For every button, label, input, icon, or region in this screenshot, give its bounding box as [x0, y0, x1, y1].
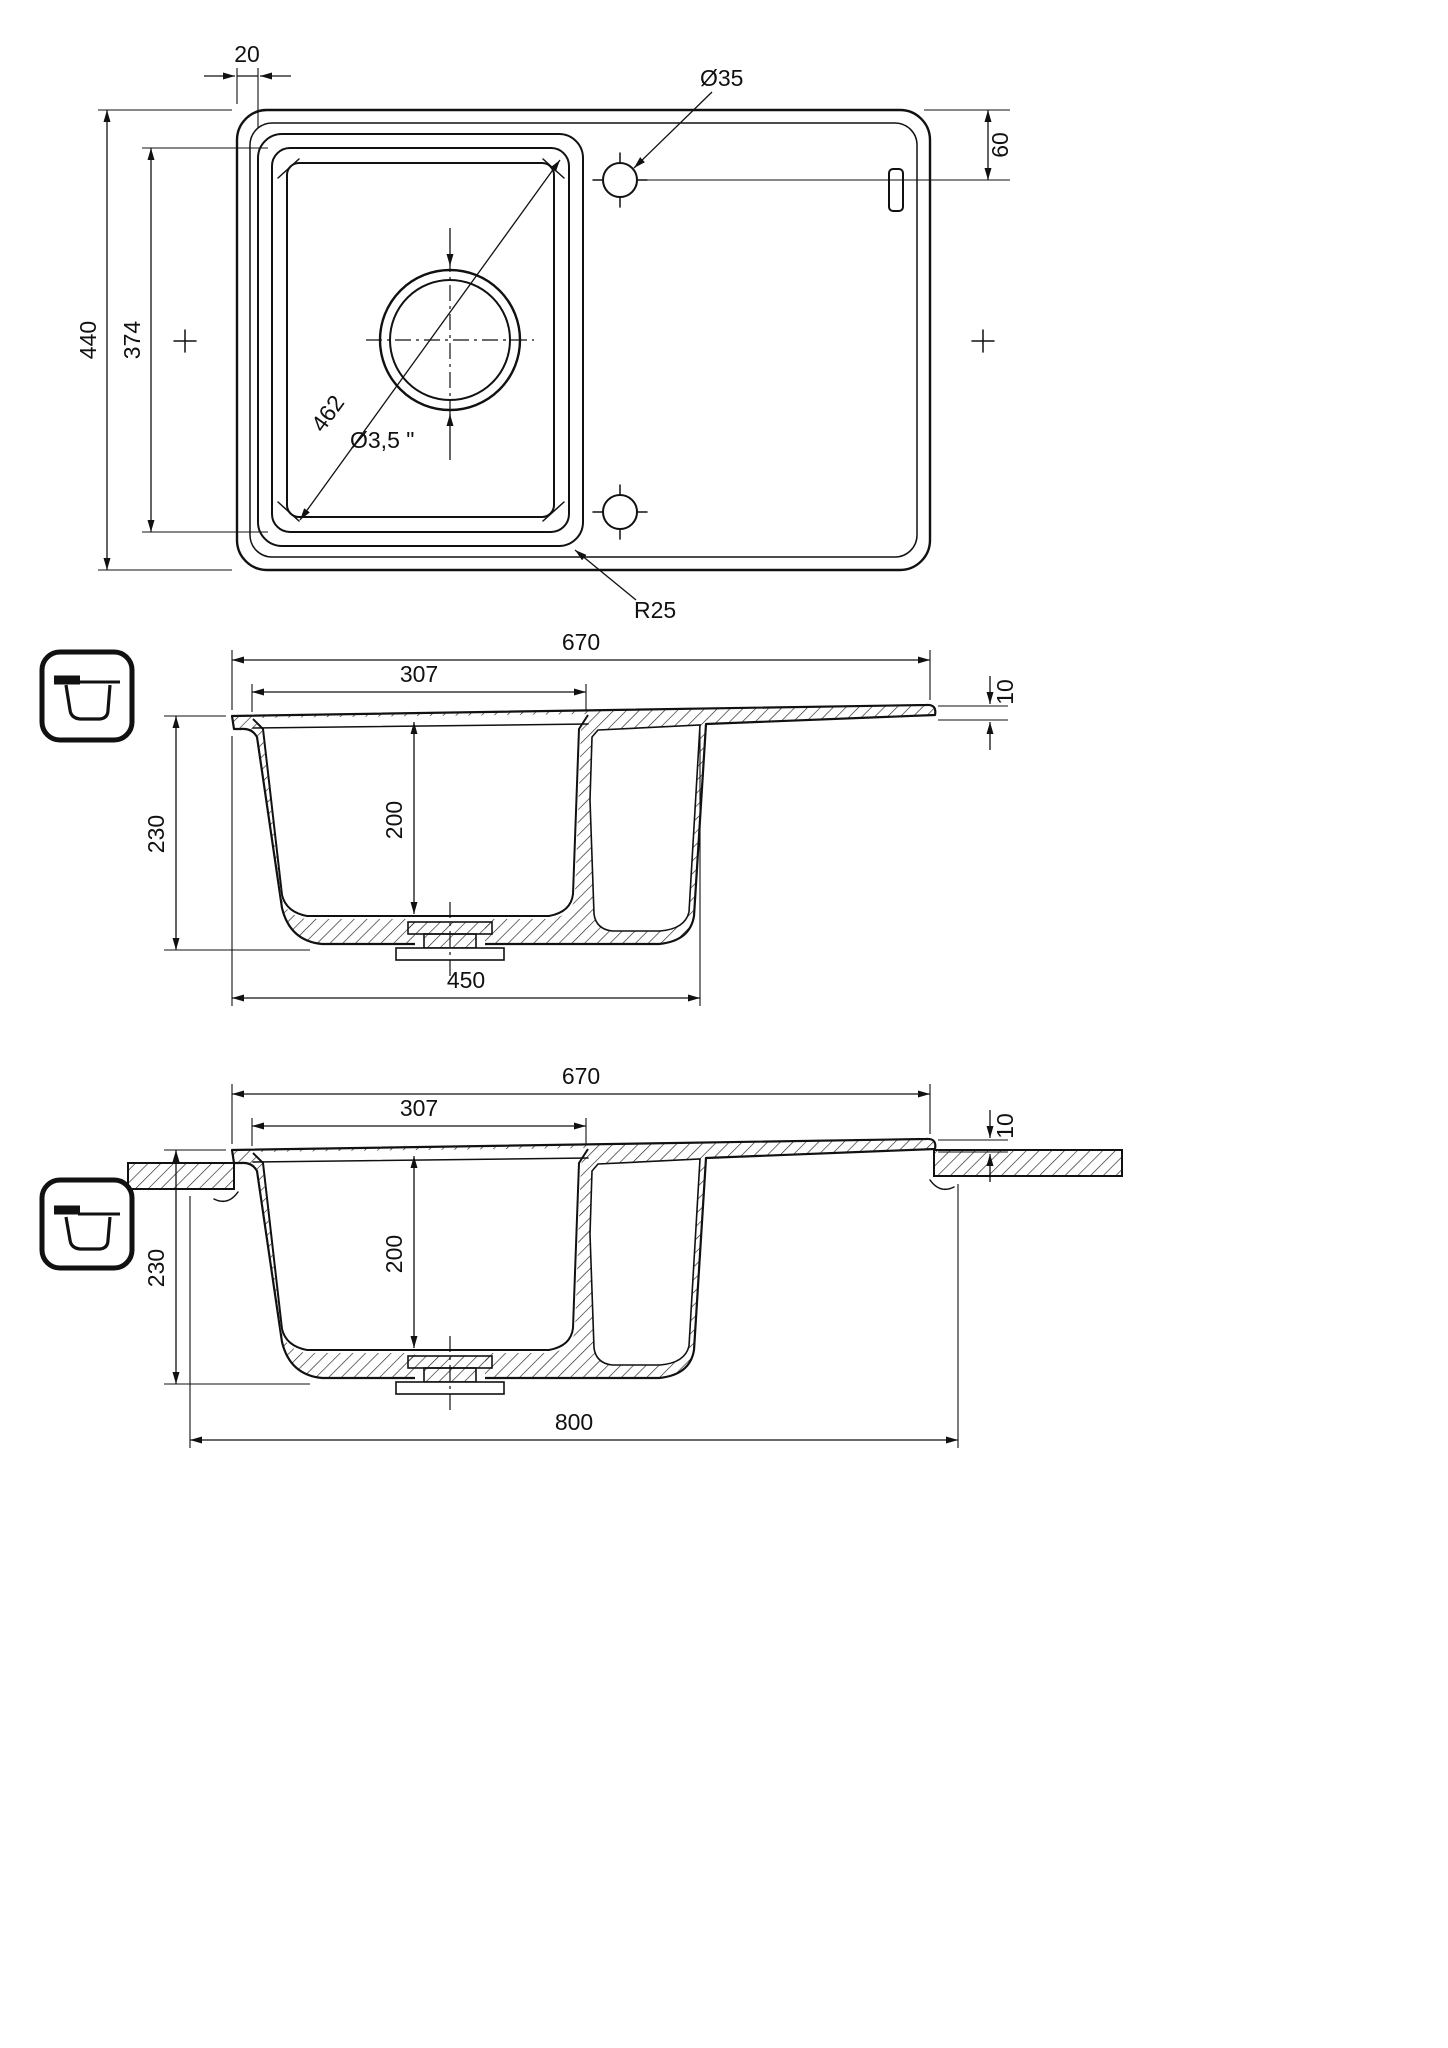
- dim-label-a-sink-height: 230: [143, 815, 169, 853]
- section-view-mounted: 670 307 10 230 200: [39, 1063, 1123, 1448]
- mount-type-icon-a: [39, 649, 135, 743]
- drain-fitting-mounted: [395, 1336, 505, 1410]
- dim-a-sink-height: 230: [143, 715, 310, 951]
- dim-label-b-bowl-width: 307: [400, 1095, 438, 1121]
- dim-label-a-bowl-inner-depth: 200: [381, 801, 407, 839]
- dim-label-overall-depth: 440: [75, 321, 101, 359]
- section-chamber: [589, 724, 701, 932]
- section-chamber-mounted: [589, 1158, 701, 1366]
- mount-type-icon-b: [39, 1177, 135, 1271]
- dim-label-corner-radius: R25: [634, 597, 676, 623]
- dim-corner-radius: R25: [574, 549, 676, 623]
- dim-label-edge-offset: 20: [234, 41, 260, 67]
- dim-label-a-bowl-width: 307: [400, 661, 438, 687]
- dim-edge-offset: 20: [204, 41, 291, 128]
- section-view-inset: 670 307 10 230 200: [39, 629, 1018, 1006]
- dim-b-bowl-width: 307: [251, 1095, 587, 1146]
- centerline-mark-right: [971, 329, 995, 353]
- dim-label-b-bowl-inner-depth: 200: [381, 1235, 407, 1273]
- dim-bowl-depth: 374: [119, 147, 268, 533]
- dim-label-a-overall-width: 670: [562, 629, 600, 655]
- dim-label-hole-diameter: Ø35: [700, 65, 743, 91]
- countertop: [127, 1149, 1123, 1203]
- top-view: Ø3,5 " Ø35: [75, 41, 1013, 623]
- dim-a-overall-width: 670: [231, 629, 931, 710]
- dim-label-a-base-width: 450: [447, 967, 485, 993]
- dim-b-overall-width: 670: [231, 1063, 931, 1144]
- dim-a-bowl-width: 307: [251, 661, 587, 712]
- dim-hole-diameter: Ø35: [633, 65, 743, 169]
- dim-label-b-sink-height: 230: [143, 1249, 169, 1287]
- second-hole: [592, 484, 648, 540]
- drain-fitting: [395, 902, 505, 976]
- dim-a-base-width: 450: [231, 730, 701, 1006]
- dim-label-b-cabinet-width: 800: [555, 1409, 593, 1435]
- dim-overall-depth: 440: [75, 109, 232, 571]
- faucet-hole: [592, 152, 648, 208]
- drain-hole: [366, 256, 534, 424]
- dim-b-cabinet-width: 800: [189, 1184, 959, 1448]
- centerline-mark-left: [173, 329, 197, 353]
- dim-b-sink-height: 230: [143, 1149, 310, 1385]
- dim-b-bowl-inner-depth: 200: [381, 1156, 418, 1348]
- dim-label-b-rim-height: 10: [992, 1113, 1018, 1139]
- overflow-slot: [888, 168, 904, 212]
- dim-hole-top-offset: 60: [642, 109, 1013, 181]
- dim-b-rim-height: 10: [938, 1110, 1018, 1182]
- dim-label-hole-top-offset: 60: [987, 132, 1013, 158]
- dim-a-board-thickness: 10: [938, 676, 1018, 750]
- sink-section-body: [230, 703, 937, 976]
- sink-section-body-mounted: [230, 1137, 937, 1410]
- dim-label-b-overall-width: 670: [562, 1063, 600, 1089]
- dim-label-bowl-depth: 374: [119, 321, 145, 360]
- dim-label-a-board-thickness: 10: [992, 679, 1018, 705]
- dim-label-drain-size: Ø3,5 ": [350, 427, 414, 453]
- dim-label-bowl-diagonal: 462: [306, 390, 350, 436]
- dim-drain-size: Ø3,5 ": [350, 228, 454, 460]
- dim-a-bowl-inner-depth: 200: [381, 722, 418, 914]
